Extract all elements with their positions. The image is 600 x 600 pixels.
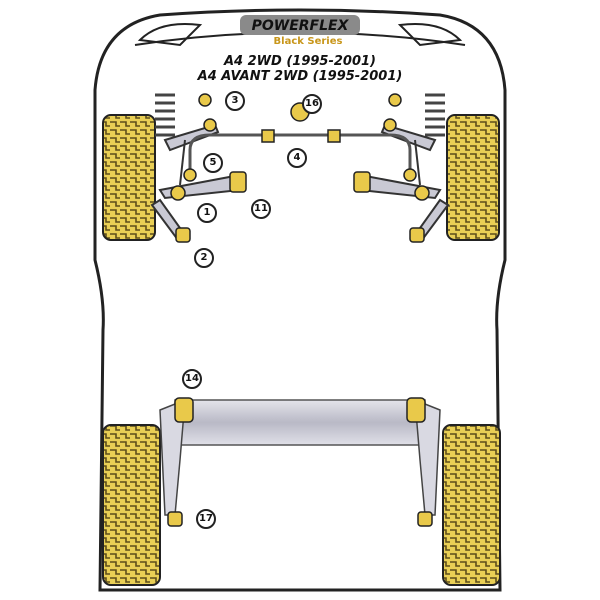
callout-4: 4	[287, 148, 307, 168]
rear-right-wheel	[442, 424, 501, 586]
right-headlight	[397, 23, 463, 47]
callout-5: 5	[203, 153, 223, 173]
callout-17: 17	[196, 509, 216, 529]
powerflex-logo: POWERFLEX Black Series	[238, 14, 362, 46]
callout-3: 3	[225, 91, 245, 111]
rear-beam	[174, 399, 426, 446]
left-headlight	[137, 23, 203, 47]
callout-2: 2	[194, 248, 214, 268]
title-line-1: A4 2WD (1995-2001)	[224, 54, 376, 69]
title-line-2: A4 AVANT 2WD (1995-2001)	[197, 69, 403, 84]
front-right-wheel	[446, 114, 500, 241]
callout-1: 1	[197, 203, 217, 223]
callout-11: 11	[251, 199, 271, 219]
logo-series: Black Series	[274, 36, 343, 46]
callout-16: 16	[302, 94, 322, 114]
front-anti-roll-bar	[188, 133, 412, 175]
front-left-wheel	[102, 114, 156, 241]
front-springs	[155, 93, 445, 137]
rear-bushes	[167, 397, 433, 527]
rear-left-wheel	[102, 424, 161, 586]
logo-brand: POWERFLEX	[252, 18, 350, 34]
callout-14: 14	[182, 369, 202, 389]
